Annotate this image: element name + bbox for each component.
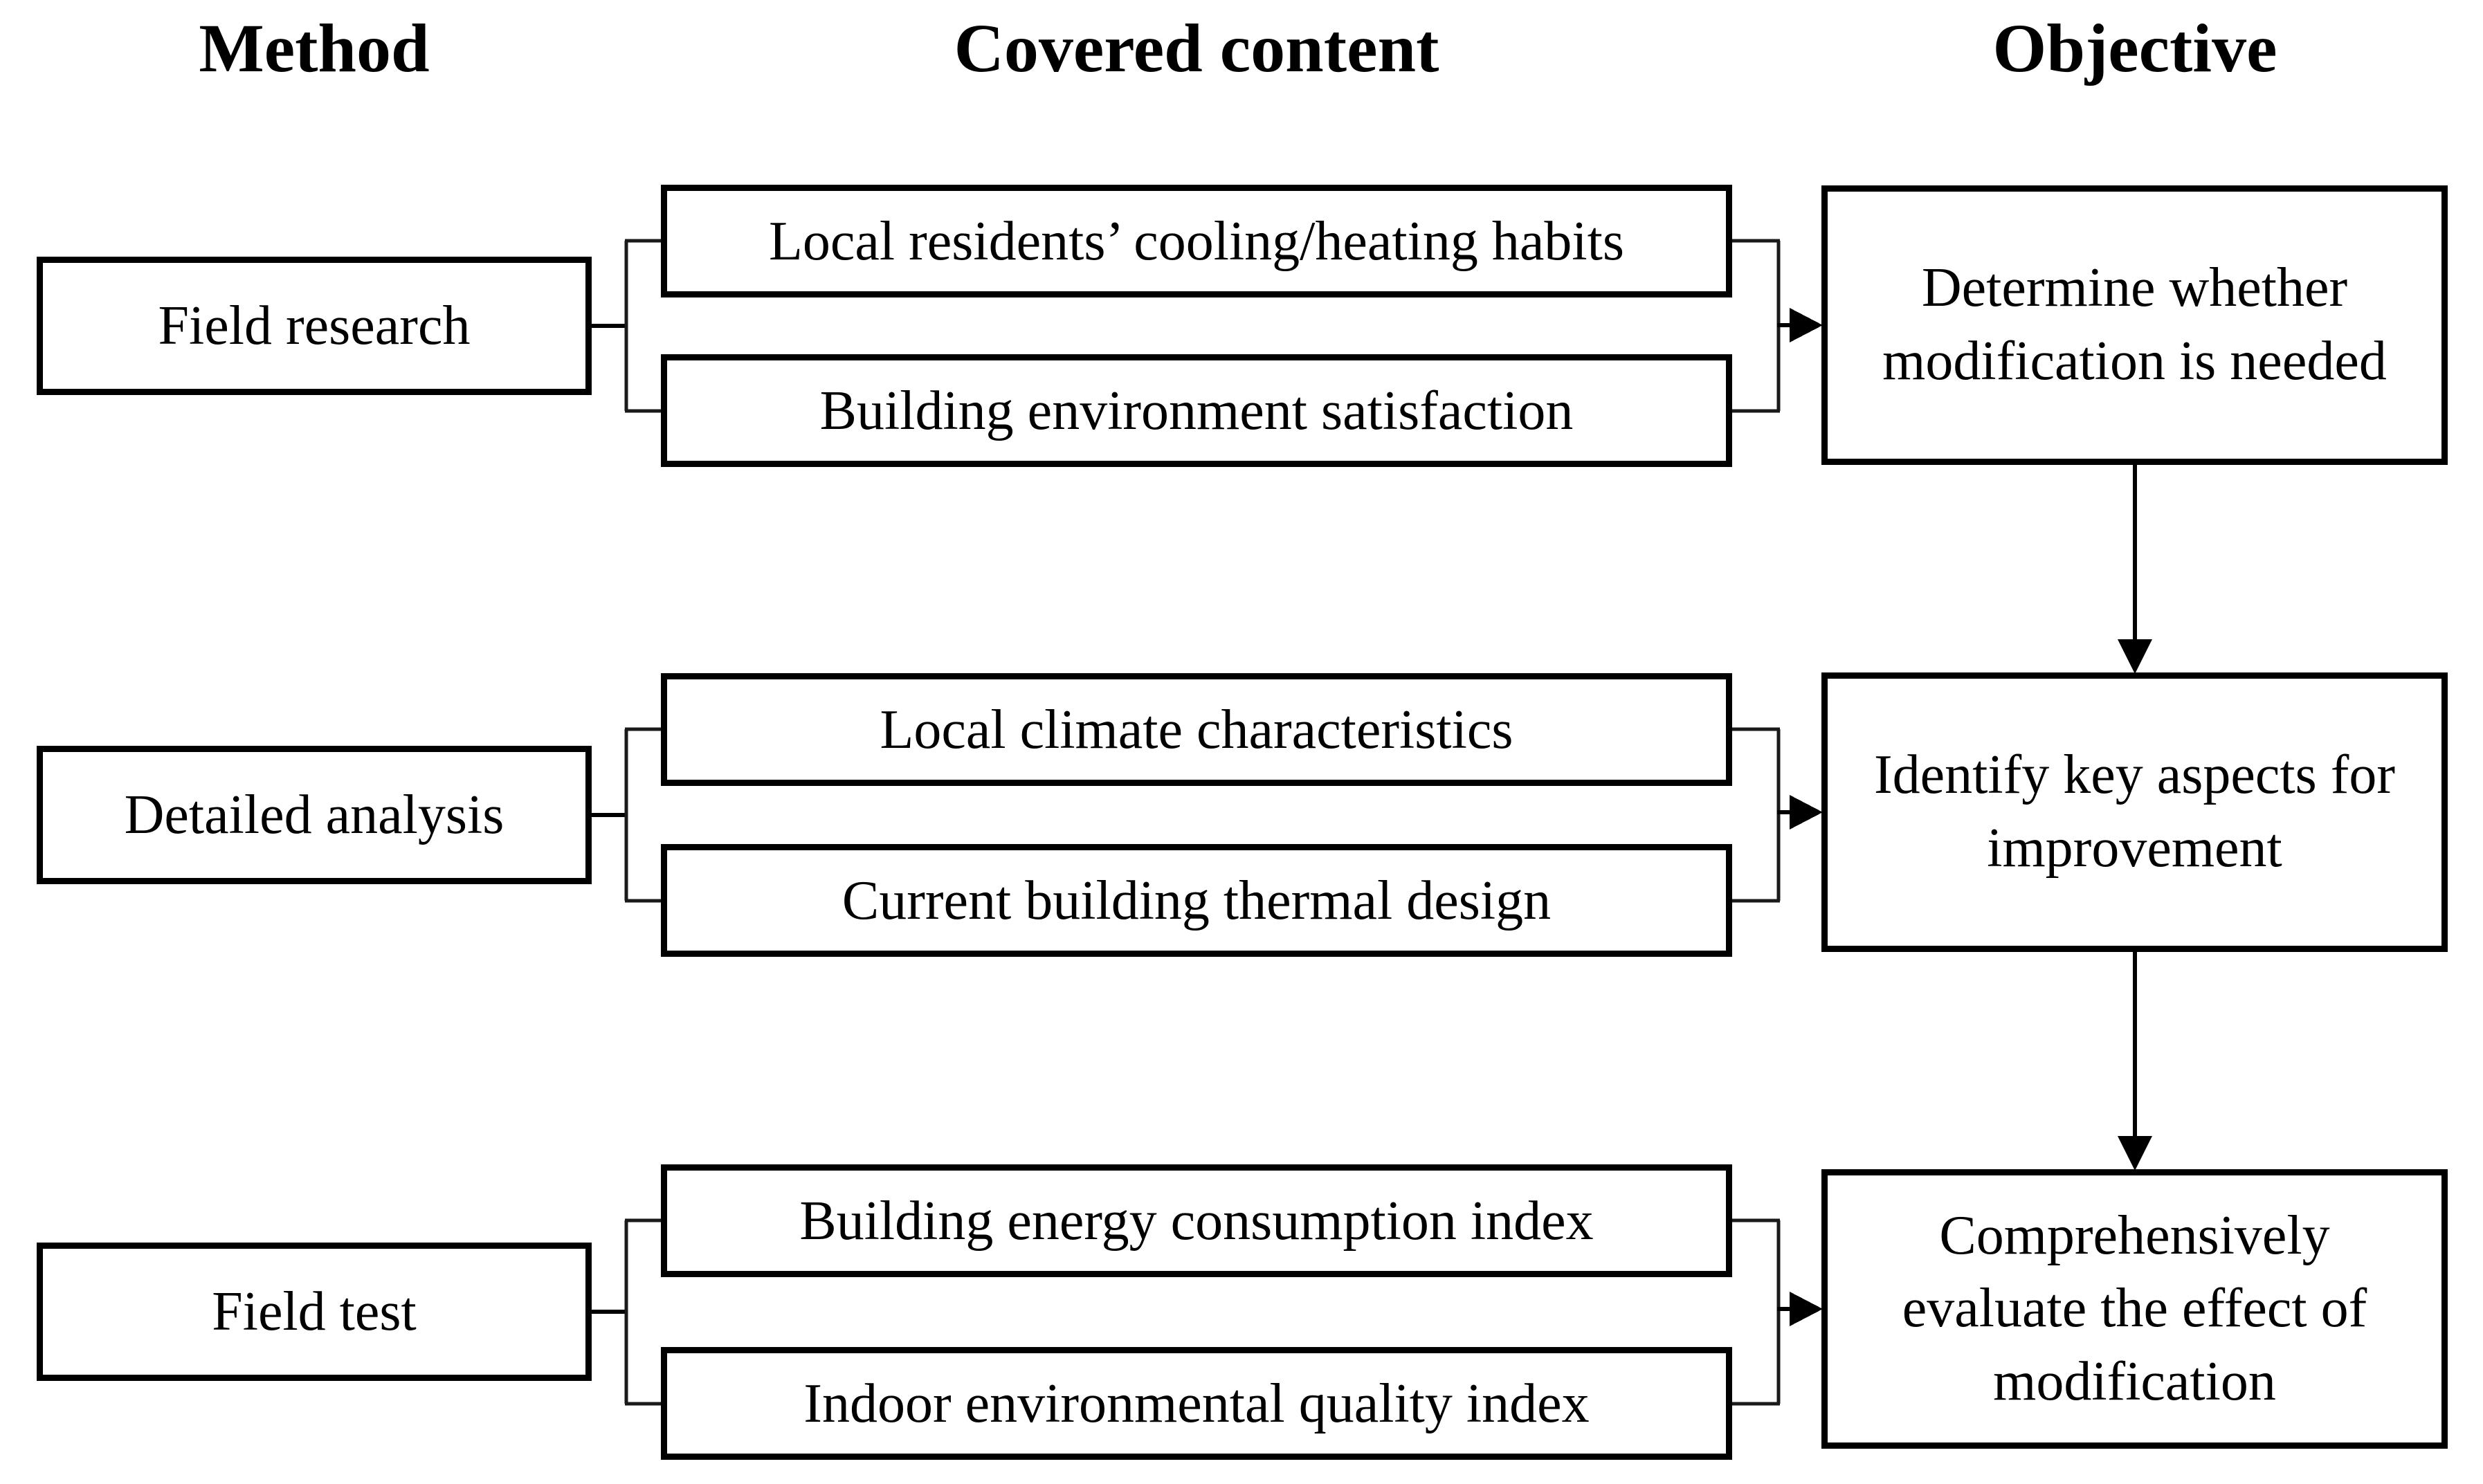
method-box-field-research: Field research [37,257,592,395]
row3-right-arrowhead-icon [1790,1292,1823,1326]
row2-right-arrowhead-icon [1790,795,1823,830]
content-box-indoor-environmental-quality-index: Indoor environmental quality index [661,1347,1732,1460]
content-box-building-environment-satisfaction: Building environment satisfaction [661,354,1732,467]
content-box-cooling-heating-habits: Local residents’ cooling/heating habits [661,185,1732,297]
content-box-local-climate-characteristics: Local climate characteristics [661,673,1732,786]
column-header-objective: Objective [1992,10,2277,86]
objective1-to-objective2-arrowhead-icon [2118,639,2152,674]
column-header-method: Method [199,10,430,86]
objective-box-determine-modification: Determine whether modification is needed [1821,185,2448,465]
objective2-to-objective3-arrowhead-icon [2118,1136,2152,1171]
content-box-building-energy-consumption-index: Building energy consumption index [661,1164,1732,1277]
content-box-current-building-thermal-design: Current building thermal design [661,844,1732,957]
method-box-detailed-analysis: Detailed analysis [37,746,592,884]
method-box-field-test: Field test [37,1243,592,1381]
row1-right-arrowhead-icon [1790,308,1823,342]
column-header-covered-content: Covered content [954,10,1439,86]
objective-box-comprehensively-evaluate: Comprehensively evaluate the effect of m… [1821,1169,2448,1449]
objective-box-identify-key-aspects: Identify key aspects for improvement [1821,672,2448,952]
